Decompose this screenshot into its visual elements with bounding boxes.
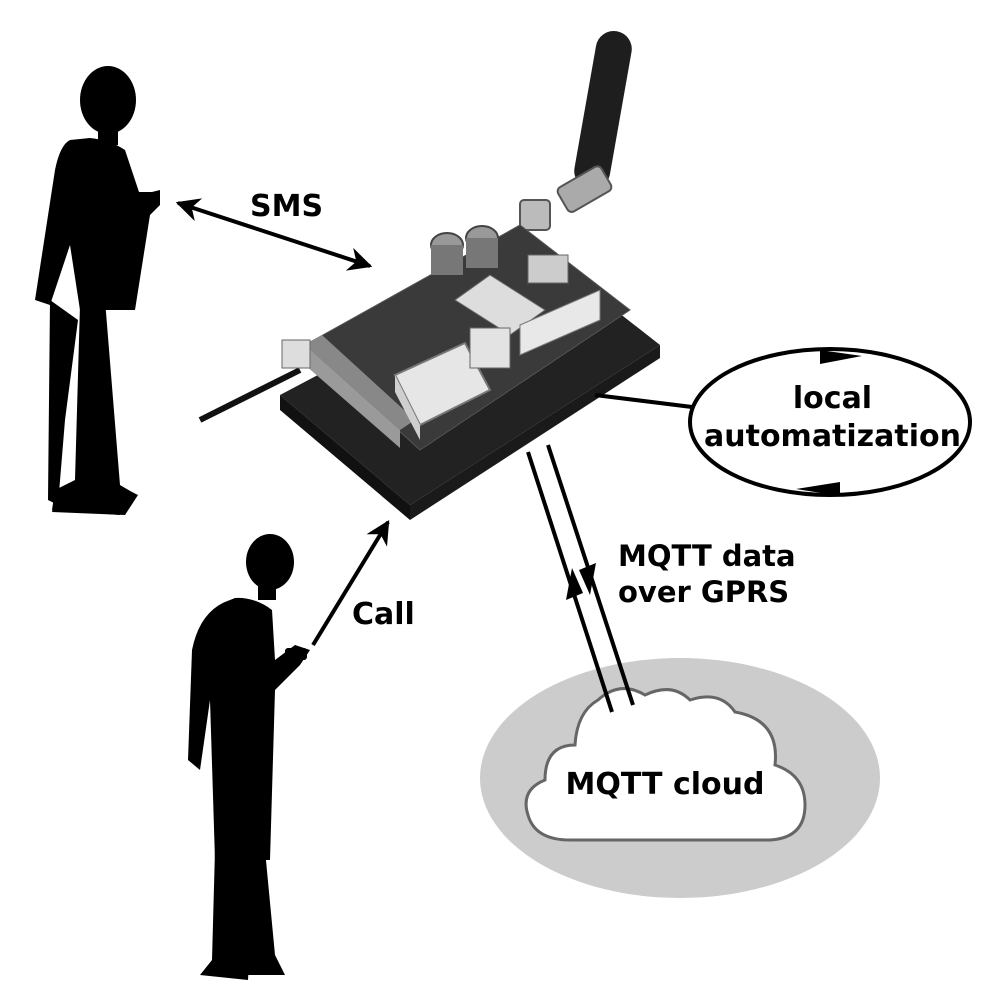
mqtt-cloud-label: MQTT cloud [565,767,765,802]
local-label-line-2: automatization [704,419,961,454]
sms-arrow [175,198,373,271]
mqtt-up-arrowhead [566,568,583,600]
person-1-silhouette [35,66,160,515]
call-arrow [311,519,390,647]
person-2-silhouette [188,534,310,980]
local-automatization-loop [688,347,972,497]
loop-arrow-top [820,350,862,364]
mqtt-data-label: MQTT data over GPRS [618,538,796,610]
cloud-icon [524,687,807,842]
local-connector [594,393,693,409]
mqtt-label-line-1: MQTT data [618,539,796,573]
call-label: Call [352,597,415,632]
mqtt-label-line-2: over GPRS [618,575,790,609]
device [280,224,660,520]
local-label-line-1: local [792,381,873,416]
device-cable [198,367,302,423]
local-automatization-label: local automatization [700,380,965,456]
antenna [519,30,632,231]
mqtt-down-arrowhead [579,563,596,595]
loop-arrow-bottom [796,482,840,496]
sms-label: SMS [250,189,324,224]
